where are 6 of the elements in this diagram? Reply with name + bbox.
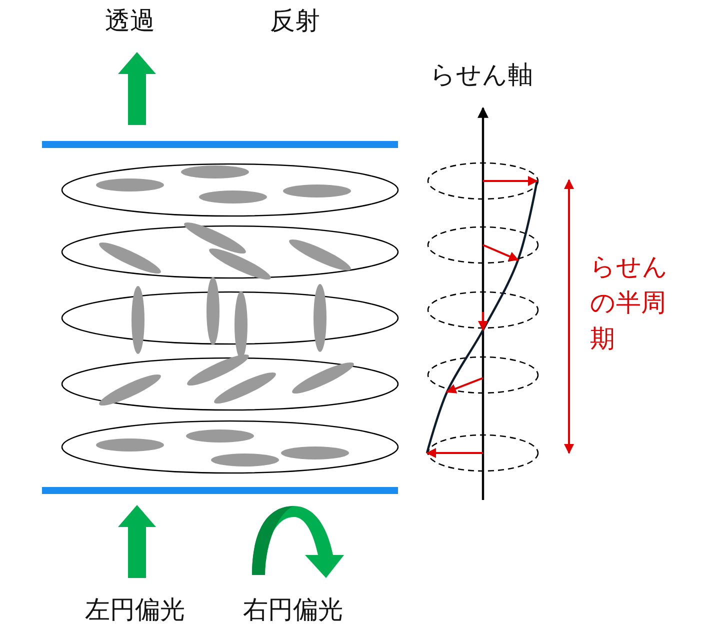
dimension-label: らせんの半周期 — [590, 253, 669, 355]
axis-label: 透過 — [105, 7, 155, 37]
axis-label: 反射 — [270, 7, 320, 37]
axis-label: らせん軸 — [430, 61, 533, 91]
axis-label: 右円偏光 — [243, 596, 343, 626]
axis-label: 左円偏光 — [85, 596, 185, 626]
